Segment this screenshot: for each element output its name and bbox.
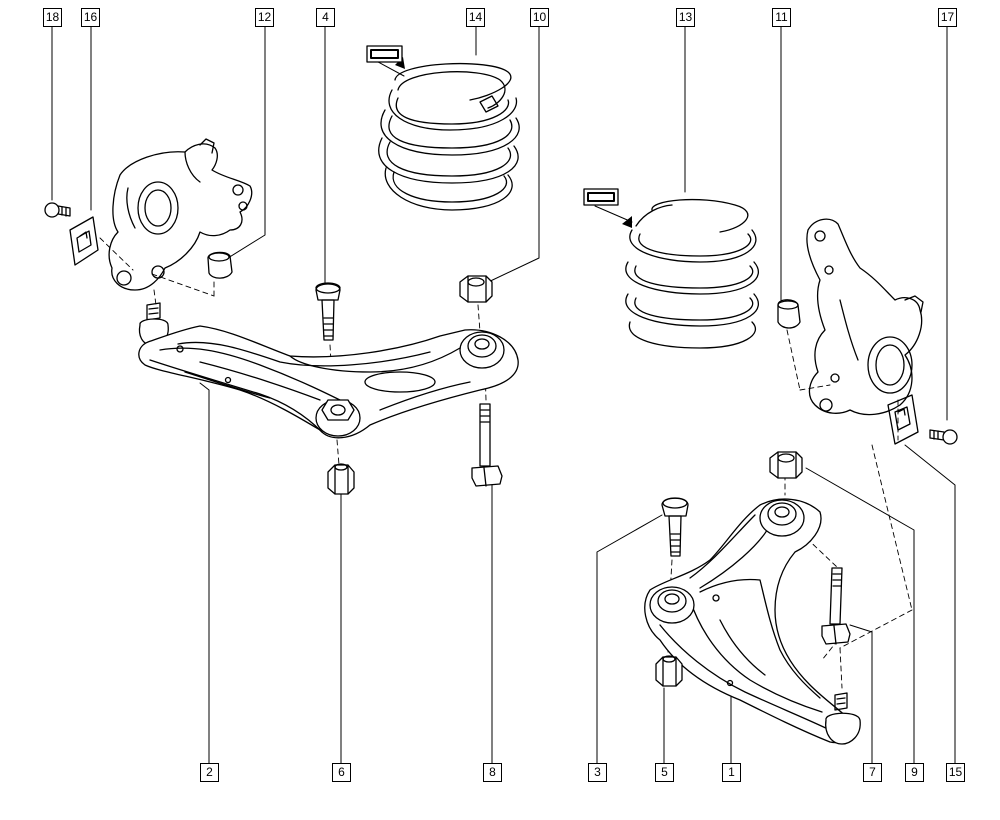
steering-knuckle-right — [806, 218, 924, 416]
control-arm-right — [644, 498, 861, 745]
callout-13: 13 — [676, 8, 695, 27]
callout-12: 12 — [255, 8, 274, 27]
callout-5: 5 — [655, 763, 674, 782]
control-arm-left — [138, 302, 519, 439]
callout-1: 1 — [722, 763, 741, 782]
callout-14: 14 — [466, 8, 485, 27]
spring-label-tag-right — [583, 188, 619, 206]
bolt-17 — [929, 429, 958, 445]
callout-10: 10 — [530, 8, 549, 27]
bolt-3 — [661, 497, 689, 557]
spring-label-tag-left — [366, 45, 403, 63]
callout-7: 7 — [863, 763, 882, 782]
nut-5 — [655, 655, 683, 687]
callout-16: 16 — [81, 8, 100, 27]
callout-4: 4 — [316, 8, 335, 27]
coil-spring-left — [378, 62, 520, 211]
callout-3: 3 — [588, 763, 607, 782]
nut-10 — [459, 275, 493, 303]
bolt-8 — [471, 403, 503, 487]
callout-17: 17 — [938, 8, 957, 27]
dust-shield-right — [887, 394, 919, 445]
callout-8: 8 — [483, 763, 502, 782]
callout-15: 15 — [946, 763, 965, 782]
bolt-18 — [44, 202, 71, 218]
bolt-7 — [821, 567, 851, 645]
steering-knuckle-left — [108, 138, 253, 291]
leader-lines — [51, 26, 956, 764]
nut-6 — [327, 463, 355, 495]
callout-9: 9 — [905, 763, 924, 782]
coil-spring-right — [625, 198, 760, 349]
nut-9 — [769, 451, 803, 479]
callout-6: 6 — [332, 763, 351, 782]
dust-shield-left — [69, 216, 99, 266]
callout-11: 11 — [772, 8, 791, 27]
assembly-dash-lines — [99, 237, 913, 689]
callout-18: 18 — [43, 8, 62, 27]
nut-12 — [207, 251, 233, 279]
bolt-4 — [315, 282, 341, 341]
callout-2: 2 — [200, 763, 219, 782]
nut-11 — [777, 299, 801, 329]
